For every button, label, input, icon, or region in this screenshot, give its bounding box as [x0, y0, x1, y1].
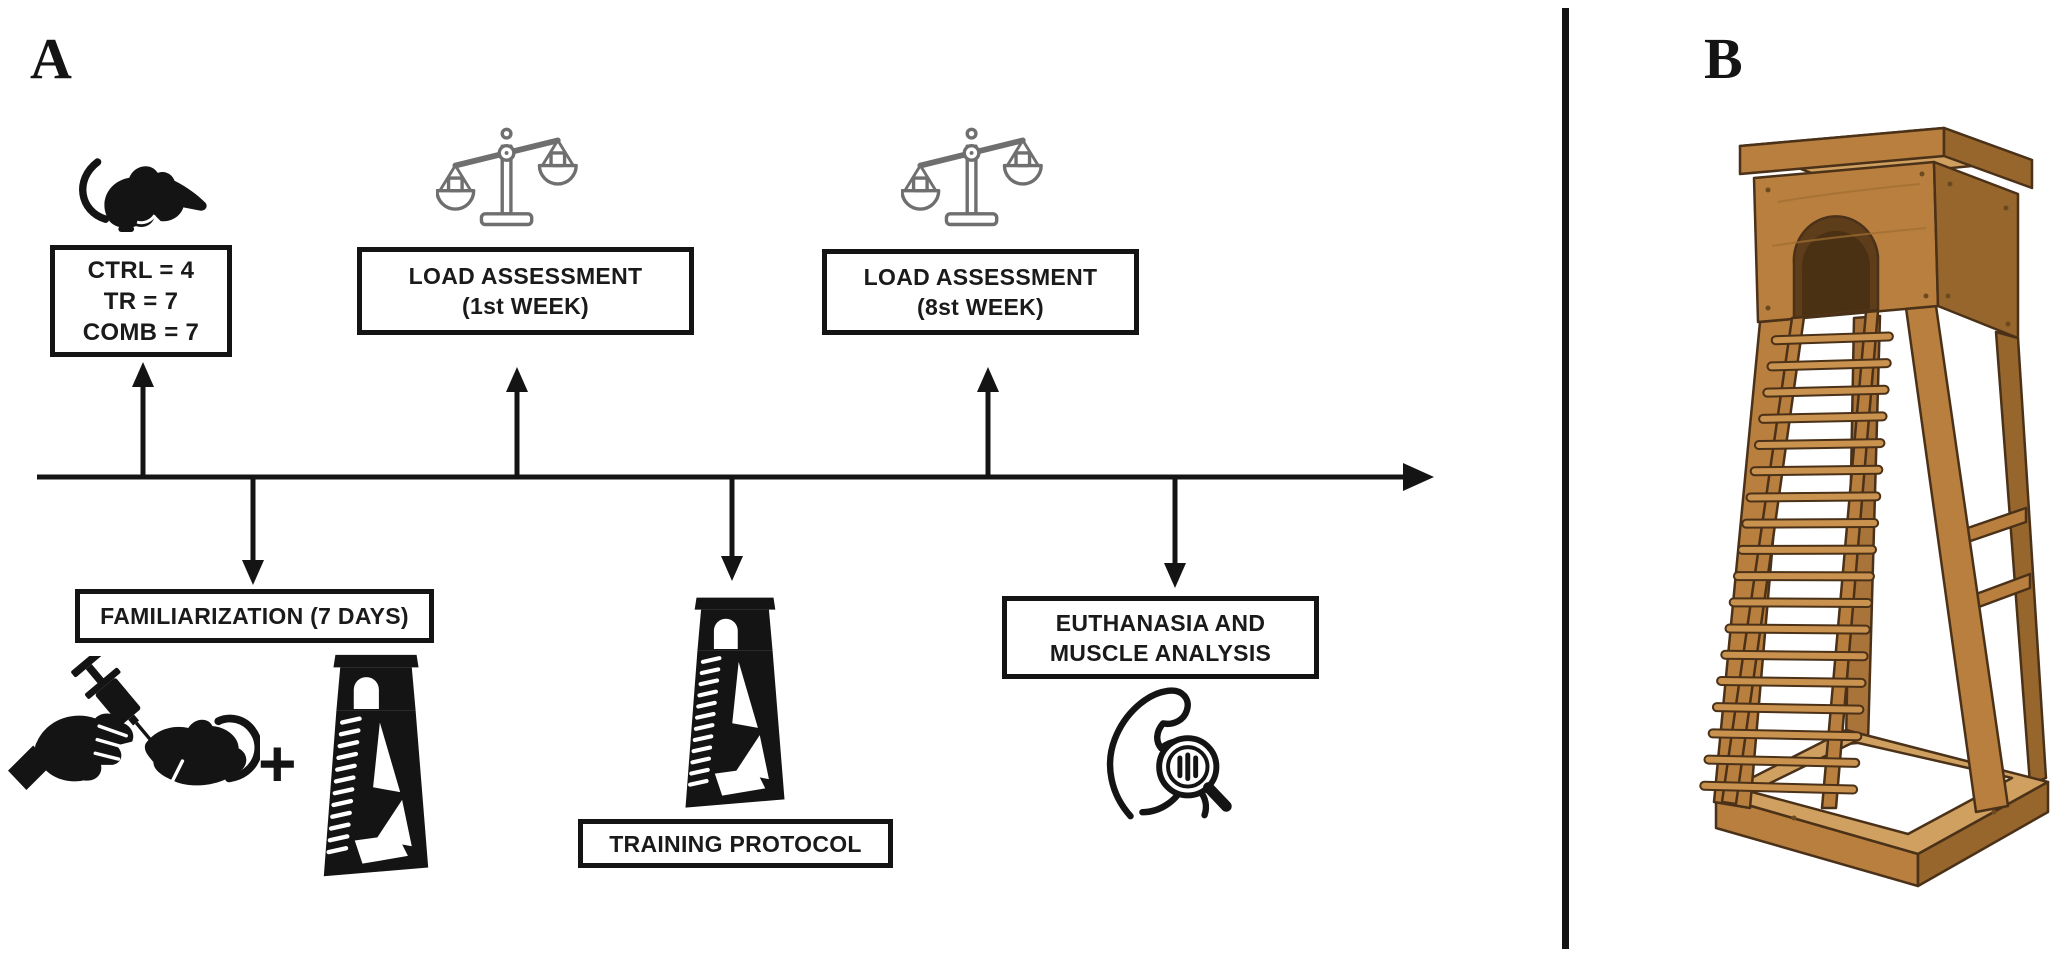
ladder-rungs: [1699, 331, 1894, 795]
small-rat: [144, 719, 247, 786]
muscle-magnifier-icon: [1106, 687, 1232, 820]
group-ctrl: CTRL = 4: [87, 256, 195, 284]
euthanasia-box: EUTHANASIA AND MUSCLE ANALYSIS: [1002, 596, 1319, 679]
tower-front-right-leg: [1904, 304, 2010, 814]
magnifier-handle: [1203, 782, 1232, 812]
panel-a-label: A: [30, 26, 72, 91]
balance-scale-icon: [901, 122, 1046, 240]
training-label: TRAINING PROTOCOL: [609, 830, 862, 857]
euthanasia-line1: EUTHANASIA AND: [1055, 609, 1266, 636]
load8-line1: LOAD ASSESSMENT: [863, 264, 1098, 290]
load1-line1: LOAD ASSESSMENT: [408, 263, 643, 289]
euthanasia-line2: MUSCLE ANALYSIS: [1049, 639, 1272, 666]
familiarization-label: FAMILIARIZATION (7 DAYS): [100, 603, 409, 629]
ladder-tower-icon: [679, 594, 791, 814]
training-protocol-box: TRAINING PROTOCOL: [578, 819, 893, 868]
house-lid-side: [1942, 126, 2034, 190]
timeline-arrowhead: [1403, 463, 1434, 491]
tower-back-right-leg: [1994, 330, 2048, 786]
rat-icon: [79, 158, 207, 232]
group-comb: COMB = 7: [82, 318, 200, 346]
wooden-climbing-tower-illustration: [1699, 126, 2050, 888]
hand-syringe-rat-icon: [8, 656, 260, 791]
load-assessment-week1-box: LOAD ASSESSMENT (1st WEEK): [357, 247, 694, 335]
balance-scale-icon: [436, 122, 581, 240]
rat-tail: [214, 714, 260, 783]
plus-sign: +: [258, 726, 297, 800]
load8-line2: (8st WEEK): [917, 294, 1044, 320]
syringe-icon: [71, 656, 154, 744]
panel-divider: [1562, 8, 1569, 949]
ladder-tower-icon: [317, 651, 435, 883]
load1-line2: (1st WEEK): [462, 293, 589, 319]
panel-b-label: B: [1704, 26, 1743, 91]
glove-cuff: [8, 745, 52, 791]
group-tr: TR = 7: [103, 287, 179, 315]
familiarization-box: FAMILIARIZATION (7 DAYS): [75, 589, 434, 643]
groups-box: CTRL = 4 TR = 7 COMB = 7: [50, 245, 232, 357]
load-assessment-week8-box: LOAD ASSESSMENT (8st WEEK): [822, 249, 1139, 335]
house-side-face: [1932, 160, 2020, 340]
